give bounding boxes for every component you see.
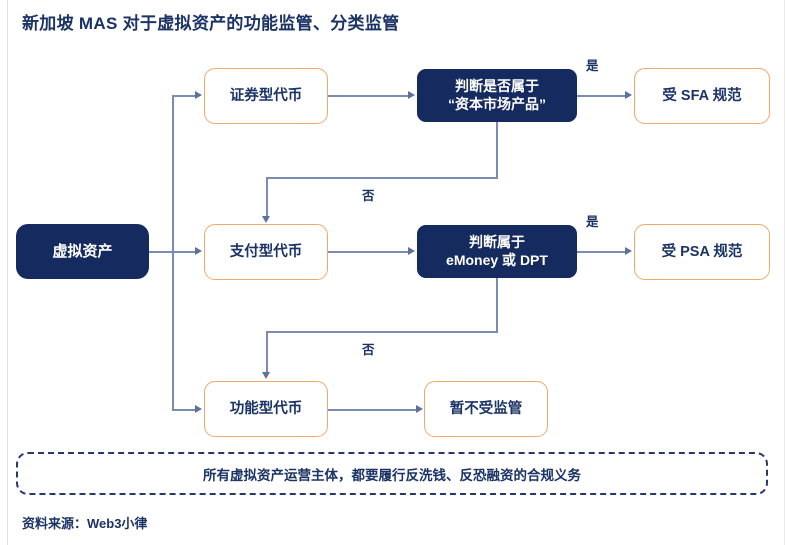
outcome-node-sfa[interactable]: 受 SFA 规范 [634,68,770,124]
row1-no-elbow-vertical-down [496,122,498,178]
decision-node-capital-market-product-line1: 判断是否属于 [455,77,539,94]
row2-no-elbow-vertical-down [496,278,498,332]
trunk-branch-2-line [172,251,196,253]
row1-token-to-decision-line [328,95,409,97]
decision-node-capital-market-product-line2: “资本市场产品” [448,95,546,112]
source-note: 资料来源：Web3小律 [22,516,148,531]
row2-no-label: 否 [362,343,375,357]
decision-node-capital-market-product[interactable]: 判断是否属于 “资本市场产品” [417,69,577,122]
outcome-node-psa[interactable]: 受 PSA 规范 [634,224,770,280]
row1-token-to-decision-arrow [408,91,415,99]
decision-node-emoney-dpt-line1: 判断属于 [469,233,525,250]
trunk-branch-1-arrow [195,91,202,99]
row3-token-to-outcome-arrow [416,405,423,413]
token-node-security-label: 证券型代币 [229,87,303,104]
page-title: 新加坡 MAS 对于虚拟资产的功能监管、分类监管 [22,14,400,33]
row1-no-elbow-arrow [262,216,270,223]
row2-decision-to-outcome-line [577,251,626,253]
row1-decision-to-outcome-line [577,95,626,97]
token-node-payment-label: 支付型代币 [229,243,303,260]
trunk-branch-1-line [172,95,196,97]
compliance-banner: 所有虚拟资产运营主体，都要履行反洗钱、反恐融资的合规义务 [16,452,768,495]
row2-no-elbow-arrow [262,372,270,379]
row3-token-to-outcome-line [328,409,417,411]
token-node-security[interactable]: 证券型代币 [204,68,328,124]
outcome-node-unregulated[interactable]: 暂不受监管 [424,381,548,437]
outcome-node-sfa-label: 受 SFA 规范 [662,87,742,104]
token-node-payment[interactable]: 支付型代币 [204,224,328,280]
row2-no-elbow-vertical-drop [266,331,268,373]
row1-no-label: 否 [362,189,375,203]
row1-decision-to-outcome-arrow [625,91,632,99]
token-node-utility[interactable]: 功能型代币 [204,381,328,437]
token-node-utility-label: 功能型代币 [229,400,303,417]
compliance-banner-text: 所有虚拟资产运营主体，都要履行反洗钱、反恐融资的合规义务 [203,467,581,483]
decision-node-emoney-dpt[interactable]: 判断属于 eMoney 或 DPT [417,225,577,278]
decision-node-emoney-dpt-line2: eMoney 或 DPT [446,251,548,268]
trunk-stub-from-start [149,251,173,253]
row1-no-elbow-vertical-drop [266,177,268,217]
row2-no-elbow-horizontal [266,331,498,333]
start-node-virtual-asset[interactable]: 虚拟资产 [16,224,149,279]
page-edge-line-left [7,0,8,545]
row2-token-to-decision-line [328,251,409,253]
start-node-label: 虚拟资产 [52,242,113,260]
page-edge-line-right [784,0,785,545]
trunk-branch-2-arrow [195,247,202,255]
outcome-node-unregulated-label: 暂不受监管 [449,400,523,417]
row1-no-elbow-horizontal [266,177,498,179]
row1-yes-label: 是 [586,59,599,73]
row2-token-to-decision-arrow [408,247,415,255]
row2-yes-label: 是 [586,215,599,229]
outcome-node-psa-label: 受 PSA 规范 [661,243,743,260]
row2-decision-to-outcome-arrow [625,247,632,255]
trunk-branch-3-arrow [195,405,202,413]
trunk-branch-3-line [172,409,196,411]
